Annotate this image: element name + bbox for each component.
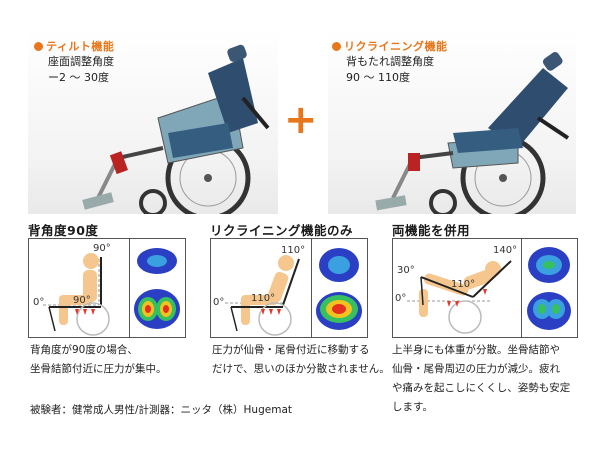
tilt-title: ティルト機能 [46,40,115,53]
caption-line: だけで、思いのほか分散されません。 [212,363,390,375]
recline-feature-label: リクライニング機能 背もたれ調整角度 90 〜 110度 [332,38,448,86]
pressure-map-both [527,247,571,330]
diagram-divider [521,239,522,337]
diagram-90: 90° 0° 90° [28,238,186,338]
angle-label-upper-left: 30° [397,265,415,276]
angle-label-top: 110° [281,245,306,256]
caption-line: や痛みを起こしにくくし、姿勢も安定 [392,382,571,394]
angle-label-left: 0° [395,293,407,304]
angle-label-left: 0° [213,297,225,308]
tilt-sub-line-1: 座面調整角度 [48,55,114,68]
recline-title: リクライニング機能 [344,40,448,53]
angle-label-mid: 110° [451,279,476,290]
recline-sub-line-2: 90 〜 110度 [346,71,410,84]
caption-line: 上半身にも体重が分散。坐骨結節や [392,344,560,356]
angle-label-left: 0° [33,297,45,308]
pressure-map-recline [316,248,362,330]
caption-90: 背角度が90度の場合、 坐骨結節付近に圧力が集中。 [30,341,200,379]
caption-line: 圧力が仙骨・尾骨付近に移動する [212,344,370,356]
recline-wheelchair-illustration [375,52,570,214]
diagram-both: 140° 30° 0° 110° [392,238,578,338]
seated-figure-90 [43,253,110,336]
tilt-photo-panel: ティルト機能 座面調整角度 ー2 〜 30度 [28,28,278,214]
diagram-divider [311,239,312,337]
bullet-dot-icon [34,42,43,51]
diagram-divider [129,239,130,337]
seated-figure-recline [225,255,300,336]
pressure-map-90 [134,248,180,329]
caption-line: 仙骨・尾骨周辺の圧力が減少。疲れ [392,363,560,375]
bullet-dot-icon [332,42,341,51]
plus-sign: + [284,97,318,143]
caption-recline-only: 圧力が仙骨・尾骨付近に移動する だけで、思いのほか分散されません。 [212,341,390,379]
caption-line: します。 [392,401,433,413]
caption-line: 背角度が90度の場合、 [30,344,138,356]
section-heading-90: 背角度90度 [28,223,99,238]
seated-figure-both [407,260,512,334]
caption-both: 上半身にも体重が分散。坐骨結節や 仙骨・尾骨周辺の圧力が減少。疲れ や痛みを起こ… [392,341,592,417]
angle-label-top: 140° [493,245,518,256]
section-heading-both: 両機能を併用 [392,223,471,238]
section-heading-recline-only: リクライニング機能のみ [210,223,354,238]
footnote: 被験者：健常成人男性/計測器：ニッタ（株）Hugemat [30,404,292,416]
angle-label-mid: 110° [251,293,276,304]
angle-label-top: 90° [93,243,111,254]
diagram-recline-only: 110° 0° 110° [210,238,368,338]
caption-line: 坐骨結節付近に圧力が集中。 [30,363,167,375]
tilt-wheelchair-illustration [82,44,270,214]
recline-sub-line-1: 背もたれ調整角度 [346,55,434,68]
recline-photo-panel: リクライニング機能 背もたれ調整角度 90 〜 110度 [328,28,576,214]
tilt-sub-line-2: ー2 〜 30度 [48,71,109,84]
tilt-feature-label: ティルト機能 座面調整角度 ー2 〜 30度 [34,38,114,86]
angle-label-mid: 90° [73,295,91,306]
